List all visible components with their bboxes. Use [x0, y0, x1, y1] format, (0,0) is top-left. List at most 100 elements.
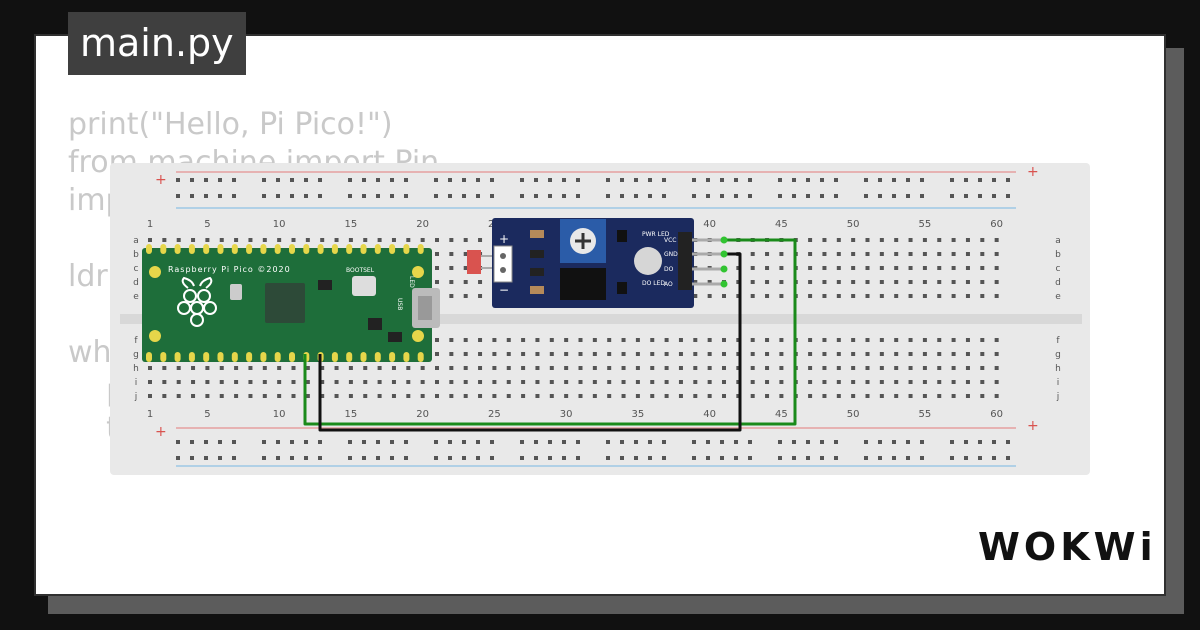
breadboard-hole: [722, 338, 726, 342]
pico-component: [388, 332, 402, 342]
rail-hole: [662, 440, 666, 444]
rail-hole: [232, 440, 236, 444]
rail-hole: [348, 178, 352, 182]
column-number: 45: [775, 219, 788, 230]
breadboard-hole: [277, 380, 282, 384]
wire-green[interactable]: [303, 238, 797, 426]
breadboard-hole: [463, 294, 468, 298]
rail-hole: [204, 194, 208, 198]
rail-hole: [548, 194, 552, 198]
breadboard-hole: [879, 266, 884, 270]
rail-hole: [462, 456, 466, 460]
module-minus-label: −: [499, 283, 509, 297]
rail-hole: [964, 178, 968, 182]
breadboard-hole: [779, 338, 784, 342]
comparator-chip: [560, 268, 606, 300]
rail-hole: [390, 440, 394, 444]
breadboard-hole: [463, 266, 468, 270]
breadboard-hole: [549, 366, 554, 370]
breadboard-hole: [305, 394, 310, 398]
raspberry-logo-icon: [177, 276, 217, 327]
breadboard-hole: [678, 394, 683, 398]
breadboard-hole: [980, 366, 985, 370]
breadboard-hole: [664, 394, 669, 398]
rail-hole: [648, 194, 652, 198]
rail-hole: [318, 178, 322, 182]
breadboard-hole: [951, 366, 956, 370]
rail-hole: [834, 456, 838, 460]
breadboard-hole: [564, 338, 569, 342]
breadboard-hole: [894, 338, 899, 342]
bootsel-button[interactable]: [352, 276, 376, 296]
breadboard-hole: [305, 366, 310, 370]
rail-hole: [634, 178, 638, 182]
breadboard-hole: [879, 294, 884, 298]
rail-hole: [778, 194, 782, 198]
pico-pin: [346, 352, 353, 362]
rail-hole: [434, 456, 438, 460]
rail-hole: [820, 456, 824, 460]
breadboard-hole: [148, 394, 152, 398]
photoresistor[interactable]: [467, 250, 481, 274]
breadboard-hole: [205, 238, 210, 242]
breadboard-hole: [822, 294, 827, 298]
breadboard-hole: [922, 338, 927, 342]
breadboard-hole: [607, 338, 612, 342]
breadboard-hole: [750, 266, 755, 270]
breadboard-hole: [980, 338, 985, 342]
breadboard-hole: [765, 252, 770, 256]
breadboard-hole: [922, 366, 927, 370]
breadboard-hole: [334, 366, 339, 370]
breadboard-hole: [219, 380, 224, 384]
breadboard-hole: [980, 238, 985, 242]
breadboard-hole: [822, 366, 827, 370]
breadboard-hole: [779, 380, 784, 384]
breadboard-hole: [549, 338, 554, 342]
rail-hole: [920, 194, 924, 198]
breadboard-hole: [851, 280, 856, 284]
module-led: [634, 247, 662, 275]
breadboard-hole: [191, 394, 196, 398]
wire-black[interactable]: [318, 252, 742, 432]
pico-pin: [317, 244, 324, 254]
breadboard-hole: [908, 380, 913, 384]
breadboard-hole: [750, 352, 755, 356]
breadboard-hole: [262, 380, 267, 384]
breadboard-hole: [176, 366, 181, 370]
breadboard-hole: [248, 366, 253, 370]
breadboard-hole: [291, 366, 296, 370]
raspberry-pi-pico[interactable]: Raspberry Pi Pico ©2020 BOOTSEL LED USB: [142, 244, 440, 362]
rail-hole: [1006, 178, 1010, 182]
breadboard-hole: [865, 338, 870, 342]
breadboard-hole: [851, 252, 856, 256]
row-letter: c: [134, 264, 139, 274]
pico-mount-hole: [412, 330, 424, 342]
row-letter: j: [134, 392, 138, 402]
breadboard-hole: [750, 394, 755, 398]
breadboard-hole: [937, 338, 942, 342]
breadboard-hole: [937, 394, 942, 398]
breadboard-hole: [621, 366, 626, 370]
breadboard-hole: [836, 266, 841, 270]
rail-hole: [748, 456, 752, 460]
rail-hole: [318, 194, 322, 198]
breadboard-hole: [951, 352, 956, 356]
breadboard-hole: [922, 380, 927, 384]
rail-hole: [448, 440, 452, 444]
breadboard-hole: [894, 394, 899, 398]
rail-hole: [476, 194, 480, 198]
breadboard-hole: [348, 380, 353, 384]
rail-hole: [376, 178, 380, 182]
rail-hole: [978, 194, 982, 198]
breadboard-hole: [908, 252, 913, 256]
breadboard-hole: [191, 380, 196, 384]
rail-hole: [734, 440, 738, 444]
rail-hole: [304, 440, 308, 444]
file-tab[interactable]: main.py: [68, 12, 246, 75]
breadboard-hole: [693, 280, 698, 284]
column-number: 10: [273, 409, 286, 420]
breadboard-hole: [535, 380, 540, 384]
breadboard-hole: [922, 252, 927, 256]
